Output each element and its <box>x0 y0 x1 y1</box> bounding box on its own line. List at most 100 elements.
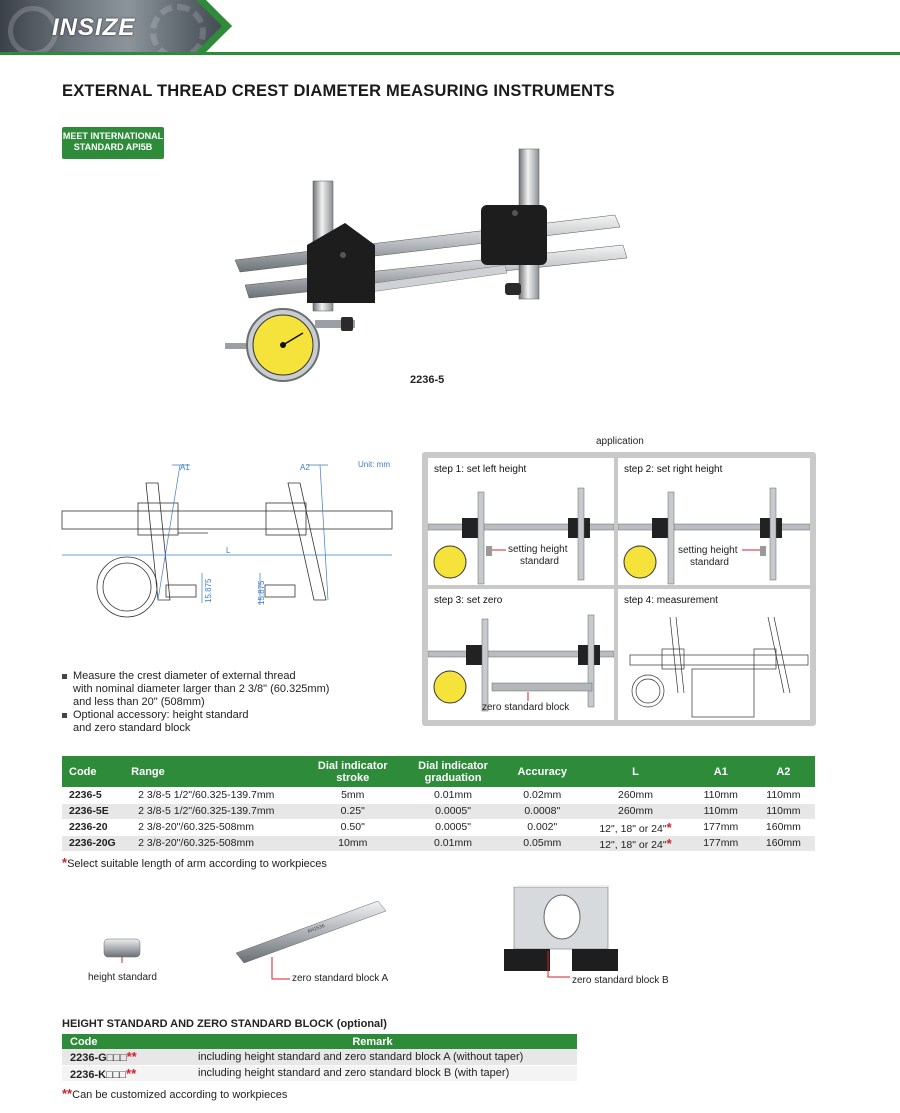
step-panel-2: step 2: set right height setting height … <box>618 458 810 585</box>
zero-block-a-engraving: AH1536 <box>307 923 326 935</box>
cell-graduation-text: 0.01mm <box>434 788 472 801</box>
step-1-callout-line2: standard <box>520 556 559 567</box>
opt-code-1: 2236-G□□□ <box>70 1052 127 1065</box>
cell-graduation-text: 0.0005" <box>435 821 471 833</box>
cell-range: 2 3/8-5 1/2"/60.325-139.7mm <box>124 787 303 804</box>
optional-row: 2236-G□□□** including height standard an… <box>62 1049 577 1066</box>
height-standard-label: height standard <box>88 972 157 983</box>
dim-a2: A2 <box>300 463 310 472</box>
model-label: 2236-5 <box>410 374 445 386</box>
th-a2: A2 <box>751 756 815 787</box>
dim-a1: A1 <box>180 463 190 472</box>
cell-l: 12", 18" or 24"* <box>581 819 690 836</box>
step-panel-1: step 1: set left height setting height s… <box>428 458 614 585</box>
cell-graduation: 0.01mm <box>402 835 504 852</box>
note1-text: Select suitable length of arm according … <box>67 858 327 870</box>
th-code: Code <box>62 756 125 787</box>
opt-th-remark: Remark <box>168 1034 577 1049</box>
cell-stroke: 0.50" <box>302 819 403 836</box>
spec-header-row: Code Range Dial indicator stroke Dial in… <box>62 756 815 787</box>
cell-a2: 110mm <box>751 787 815 804</box>
cell-code: 2236-20G <box>62 835 125 852</box>
opt-code-2: 2236-K□□□ <box>70 1068 127 1081</box>
cell-accuracy: 0.002" <box>503 819 582 836</box>
header-band <box>0 0 232 52</box>
cell-graduation: 0.01mm <box>402 787 504 804</box>
cell-stroke: 0.25" <box>302 803 403 820</box>
cell-accuracy: 0.02mm <box>503 787 582 804</box>
cell-a2: 160mm <box>751 819 815 836</box>
cell-range: 2 3/8-20"/60.325-508mm <box>124 819 303 836</box>
opt-code-cell: 2236-G□□□** <box>62 1049 168 1066</box>
cell-code-text: 2236-20 <box>69 821 108 833</box>
step-4-drawing <box>629 616 809 718</box>
zero-block-b-label: zero standard block B <box>572 975 669 986</box>
step-1-callout-line1: setting height <box>508 544 568 555</box>
cell-stroke-text: 10mm <box>338 837 368 849</box>
step-3-callout: zero standard block <box>482 702 570 713</box>
note-arm-length: *Select suitable length of arm according… <box>62 855 327 870</box>
cell-a1-text: 177mm <box>703 821 739 833</box>
application-title: application <box>596 436 644 447</box>
dim-l: L <box>226 546 231 555</box>
dimension-diagram: A1 A2 Unit: mm L 15.875 15.875 <box>61 460 393 618</box>
feature-1-line2: with nominal diameter larger than 2 3/8"… <box>73 683 330 695</box>
cell-a1: 110mm <box>689 787 752 804</box>
product-photo <box>225 148 628 382</box>
step-4-label: step 4: measurement <box>624 595 718 606</box>
cell-accuracy: 0.05mm <box>503 835 582 852</box>
zero-block-b-photo <box>504 885 618 978</box>
opt-remark-1: including height standard and zero stand… <box>168 1049 577 1066</box>
cell-range-text: 2 3/8-20"/60.325-508mm <box>138 821 254 833</box>
cell-code-text: 2236-20G <box>69 837 116 849</box>
cell-graduation: 0.0005" <box>402 819 504 836</box>
optional-table: Code Remark 2236-G□□□** including height… <box>62 1034 577 1082</box>
cell-graduation-text: 0.0005" <box>435 805 471 817</box>
cell-graduation: 0.0005" <box>402 803 504 820</box>
th-l: L <box>581 756 690 787</box>
brand-logo: INSIZE <box>52 14 136 41</box>
cell-a2-text: 160mm <box>765 821 801 833</box>
cell-a1: 177mm <box>689 819 752 836</box>
th-range: Range <box>124 756 303 787</box>
cell-stroke-text: 0.25" <box>340 805 365 817</box>
optional-row: 2236-K□□□** including height standard an… <box>62 1065 577 1082</box>
optional-header-row: Code Remark <box>62 1034 577 1049</box>
step-2-drawing <box>618 487 810 585</box>
opt-code-cell: 2236-K□□□** <box>62 1065 168 1082</box>
opt-remark-2: including height standard and zero stand… <box>168 1065 577 1082</box>
feature-1-line1: Measure the crest diameter of external t… <box>73 670 296 682</box>
cell-a1-text: 110mm <box>703 788 738 801</box>
header-rule <box>0 52 900 55</box>
cell-stroke-text: 0.50" <box>340 821 365 833</box>
step-3-drawing <box>428 614 614 712</box>
cell-graduation-text: 0.01mm <box>434 837 472 849</box>
cell-l-text: 12", 18" or 24" <box>599 822 667 835</box>
cell-l-star: * <box>666 835 672 851</box>
cell-a1-text: 110mm <box>703 805 738 817</box>
cell-code-text: 2236-5 <box>69 788 102 801</box>
step-1-label: step 1: set left height <box>434 464 527 475</box>
cell-a1-text: 177mm <box>703 837 739 849</box>
step-panel-4: step 4: measurement <box>618 589 810 720</box>
th-graduation-text: Dial indicator graduation <box>418 759 488 784</box>
opt-code-1-star: ** <box>126 1049 137 1065</box>
step-2-callout-line1: setting height <box>678 545 738 556</box>
cell-a2-text: 110mm <box>766 788 801 801</box>
cell-code: 2236-20 <box>62 819 125 836</box>
th-accuracy: Accuracy <box>503 756 582 787</box>
spec-row: 2236-5 2 3/8-5 1/2"/60.325-139.7mm 5mm 0.01… <box>62 787 815 804</box>
note2-text: Can be customized according to workpiece… <box>72 1089 288 1101</box>
zero-block-a-label: zero standard block A <box>292 973 389 984</box>
page-title: EXTERNAL THREAD CREST DIAMETER MEASURING… <box>62 82 615 100</box>
cell-accuracy: 0.0008" <box>503 803 582 820</box>
th-a1: A1 <box>689 756 752 787</box>
step-3-label: step 3: set zero <box>434 595 503 606</box>
spec-row: 2236-20 2 3/8-20"/60.325-508mm 0.50" 0.0005… <box>62 819 815 836</box>
cell-l-star: * <box>666 819 672 835</box>
cell-code: 2236-5 <box>62 787 125 804</box>
cell-accuracy-text: 0.02mm <box>523 788 562 801</box>
step-2-label: step 2: set right height <box>624 464 723 475</box>
cell-stroke-text: 5mm <box>341 788 365 801</box>
